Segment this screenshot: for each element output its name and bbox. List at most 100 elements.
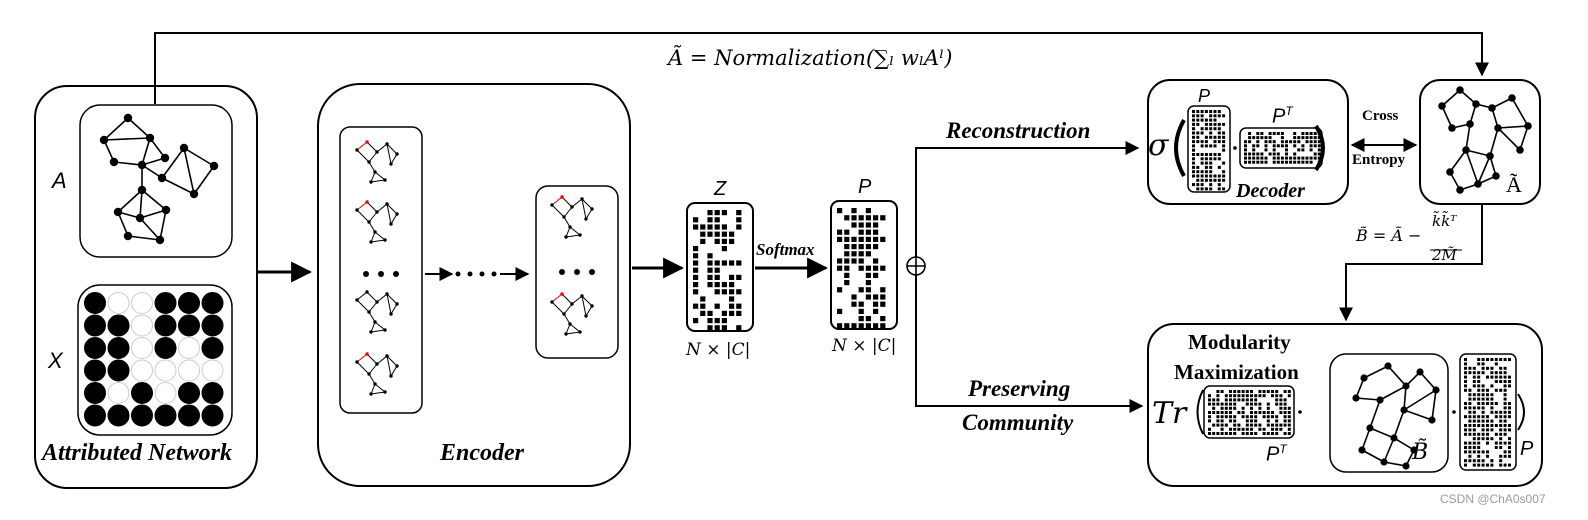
matrix-cell — [1313, 152, 1317, 156]
matrix-cell — [1271, 390, 1274, 393]
b-tilde-graph — [1352, 362, 1440, 470]
encoder-graph-node — [383, 390, 387, 394]
matrix-cell — [1499, 380, 1503, 383]
matrix-cell — [851, 251, 857, 257]
encoder-graph-edge — [551, 204, 565, 218]
matrix-cell — [1275, 398, 1279, 402]
matrix-cell — [1217, 153, 1221, 156]
encoder-graph-node — [365, 200, 369, 204]
matrix-cell — [1464, 432, 1467, 436]
reconstruction-arrow — [915, 141, 1140, 257]
matrix-cell — [1287, 419, 1291, 423]
encoder-graph-node — [580, 294, 584, 298]
matrix-cell — [858, 229, 864, 235]
matrix-cell — [1272, 148, 1276, 152]
encoder-graph-edge — [386, 203, 392, 225]
feature-cell — [107, 314, 130, 337]
encoder-graph-node — [389, 222, 393, 226]
matrix-cell — [1481, 388, 1485, 392]
matrix-cell — [1503, 419, 1507, 423]
matrix-cell — [736, 217, 742, 223]
matrix-cell — [1464, 428, 1467, 432]
matrix-cell — [873, 308, 879, 314]
matrix-cell — [721, 310, 727, 316]
matrix-cell — [1464, 358, 1467, 361]
matrix-cell — [1508, 428, 1511, 432]
graph-a-edge — [161, 147, 185, 179]
encoder-graph-edge — [571, 198, 583, 208]
matrix-cell — [721, 325, 727, 331]
matrix-cell — [1477, 415, 1481, 419]
matrix-cell — [714, 210, 720, 216]
encoder-graph-node — [373, 230, 377, 234]
matrix-cell — [1200, 178, 1204, 182]
matrix-cell — [1250, 432, 1253, 435]
matrix-cell — [714, 289, 720, 295]
encoder-graph-node — [367, 372, 371, 376]
adjacency-label: A — [52, 168, 67, 193]
feature-cell — [131, 314, 153, 337]
matrix-cell — [1192, 118, 1195, 122]
encoder-graph-edge — [374, 383, 386, 393]
encoder-graph-edge — [368, 221, 376, 233]
matrix-cell — [1464, 402, 1467, 405]
matrix-cell — [1204, 153, 1208, 156]
matrix-cell — [1508, 384, 1511, 388]
matrix-cell — [1192, 131, 1195, 135]
matrix-cell — [1317, 140, 1321, 144]
feature-cell — [107, 292, 130, 314]
matrix-cell — [865, 244, 871, 250]
matrix-cell — [1258, 406, 1262, 410]
matrix-cell — [1209, 161, 1213, 165]
matrix-cell — [1220, 402, 1224, 406]
matrix-cell — [1503, 358, 1507, 361]
matrix-cell — [1208, 398, 1211, 402]
matrix-cell — [1209, 178, 1213, 182]
matrix-cell — [1212, 423, 1216, 427]
matrix-cell — [858, 251, 864, 257]
matrix-cell — [1250, 406, 1253, 410]
matrix-cell — [1200, 144, 1204, 148]
encoder-graph-edge — [370, 329, 386, 333]
p-matrix-box — [830, 200, 898, 330]
encoder-graph-edge — [376, 143, 388, 153]
graph-b-tilde-node — [1428, 416, 1436, 424]
encoder-graph-edge — [561, 293, 573, 305]
encoder-graph-edge — [551, 301, 565, 315]
encoder-graph-node — [580, 197, 584, 201]
matrix-cell — [700, 224, 706, 230]
matrix-cell — [1254, 411, 1258, 414]
matrix-cell — [1494, 441, 1498, 445]
matrix-cell — [1309, 132, 1313, 135]
matrix-cell — [1209, 122, 1213, 126]
graph-b-tilde-node — [1376, 396, 1384, 404]
decoder-pt-base: P — [1272, 105, 1286, 128]
matrix-cell — [1237, 411, 1241, 414]
encoder-graph-edge — [368, 301, 378, 313]
matrix-cell — [1309, 144, 1313, 148]
encoder-graph-edge — [386, 143, 392, 165]
softmax-label: Softmax — [756, 240, 815, 259]
matrix-cell — [736, 310, 742, 316]
feature-label: X — [48, 348, 63, 373]
matrix-cell — [1464, 380, 1467, 383]
modularity-p-matrix — [1459, 353, 1517, 471]
matrix-cell — [721, 318, 727, 324]
graph-b-tilde-node — [1416, 368, 1424, 376]
matrix-cell — [873, 265, 879, 271]
matrix-cell — [1309, 140, 1313, 144]
matrix-cell — [1464, 459, 1467, 463]
encoder-graph-edge — [565, 323, 571, 335]
modularity-p-grid — [1464, 358, 1511, 467]
matrix-cell — [1468, 419, 1472, 423]
matrix-cell — [1490, 384, 1494, 388]
encoder-graph-edge — [356, 141, 368, 151]
graph-a-node — [145, 133, 155, 143]
matrix-cell — [1481, 406, 1485, 410]
matrix-cell — [729, 260, 735, 266]
matrix-cell — [729, 238, 735, 244]
matrix-cell — [1283, 419, 1287, 423]
graph-a-tilde-edge — [1441, 105, 1453, 129]
matrix-cell — [1256, 136, 1260, 140]
matrix-cell — [1477, 446, 1481, 449]
